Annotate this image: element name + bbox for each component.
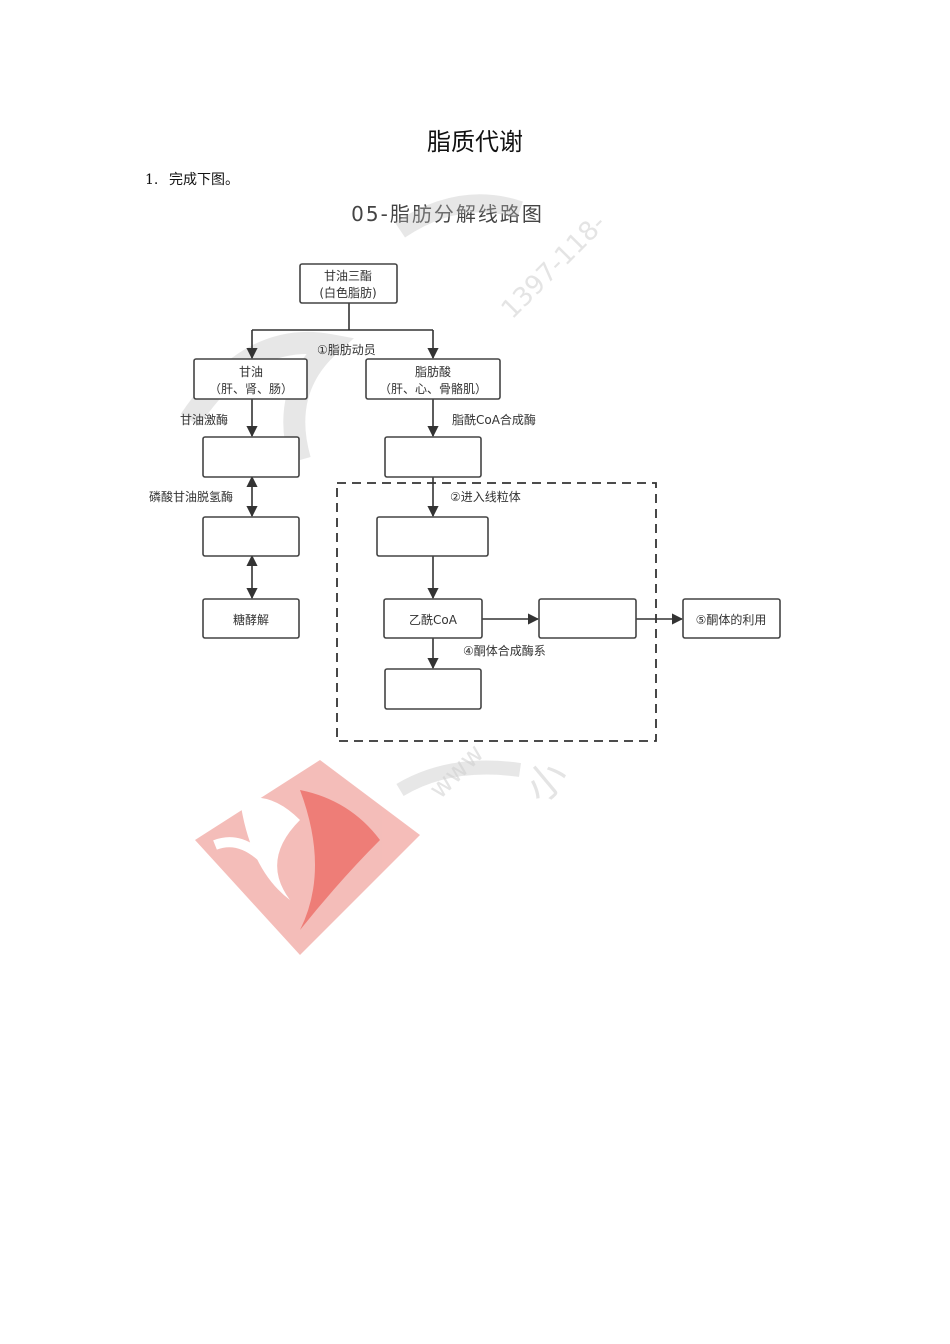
blank-box-3[interactable] [202,516,300,557]
node-fatty-acid: 脂肪酸 （肝、心、骨骼肌） [365,358,501,400]
node-glycolysis-text: 糖酵解 [233,612,269,627]
node-glycerol: 甘油 （肝、肾、肠） [193,358,308,400]
blank-box-1[interactable] [202,436,300,478]
question-item: 1. 完成下图。 [145,169,239,189]
diagram-title: 05-脂肪分解线路图 [351,202,544,226]
node-glycerol-line2: （肝、肾、肠） [209,382,293,396]
blank-box-4[interactable] [376,516,489,557]
node-ketone-use-text: ⑤酮体的利用 [696,612,767,627]
node-triglyceride-line1: 甘油三酯 [324,269,372,283]
node-glycolysis: 糖酵解 [202,598,300,639]
page-title: 脂质代谢 [427,128,523,156]
question-text: 完成下图。 [169,172,239,188]
node-glycerol-line1: 甘油 [239,365,263,379]
node-triglyceride-line2: (白色脂肪) [319,285,376,300]
node-acetyl-coa: 乙酰CoA [383,598,483,639]
watermark-logo [195,760,420,955]
blank-box-5[interactable] [538,598,637,639]
blank-box-2[interactable] [384,436,482,478]
label-g3p-dehydrogenase: 磷酸甘油脱氢酶 [149,489,233,504]
question-number: 1. [145,172,159,188]
watermark-phone: 1397-118- [496,209,612,325]
node-fatty-acid-line2: （肝、心、骨骼肌） [379,381,487,396]
blank-box-6[interactable] [384,668,482,710]
label-enter-mitochondria: ②进入线粒体 [450,489,521,504]
label-fat-mobilization: ①脂肪动员 [317,342,376,357]
node-ketone-use: ⑤酮体的利用 [682,598,781,639]
node-triglyceride: 甘油三酯 (白色脂肪) [299,263,398,304]
node-fatty-acid-line1: 脂肪酸 [415,364,451,379]
node-acetyl-coa-text: 乙酰CoA [409,613,458,627]
label-acyl-coa-synthetase: 脂酰CoA合成酶 [452,412,536,427]
label-ketone-synthase: ④酮体合成酶系 [463,643,546,658]
label-glycerol-kinase: 甘油激酶 [180,412,228,427]
connectors [246,303,684,670]
watermark-brand: 小 [517,752,577,813]
mitochondria-region [336,482,657,742]
